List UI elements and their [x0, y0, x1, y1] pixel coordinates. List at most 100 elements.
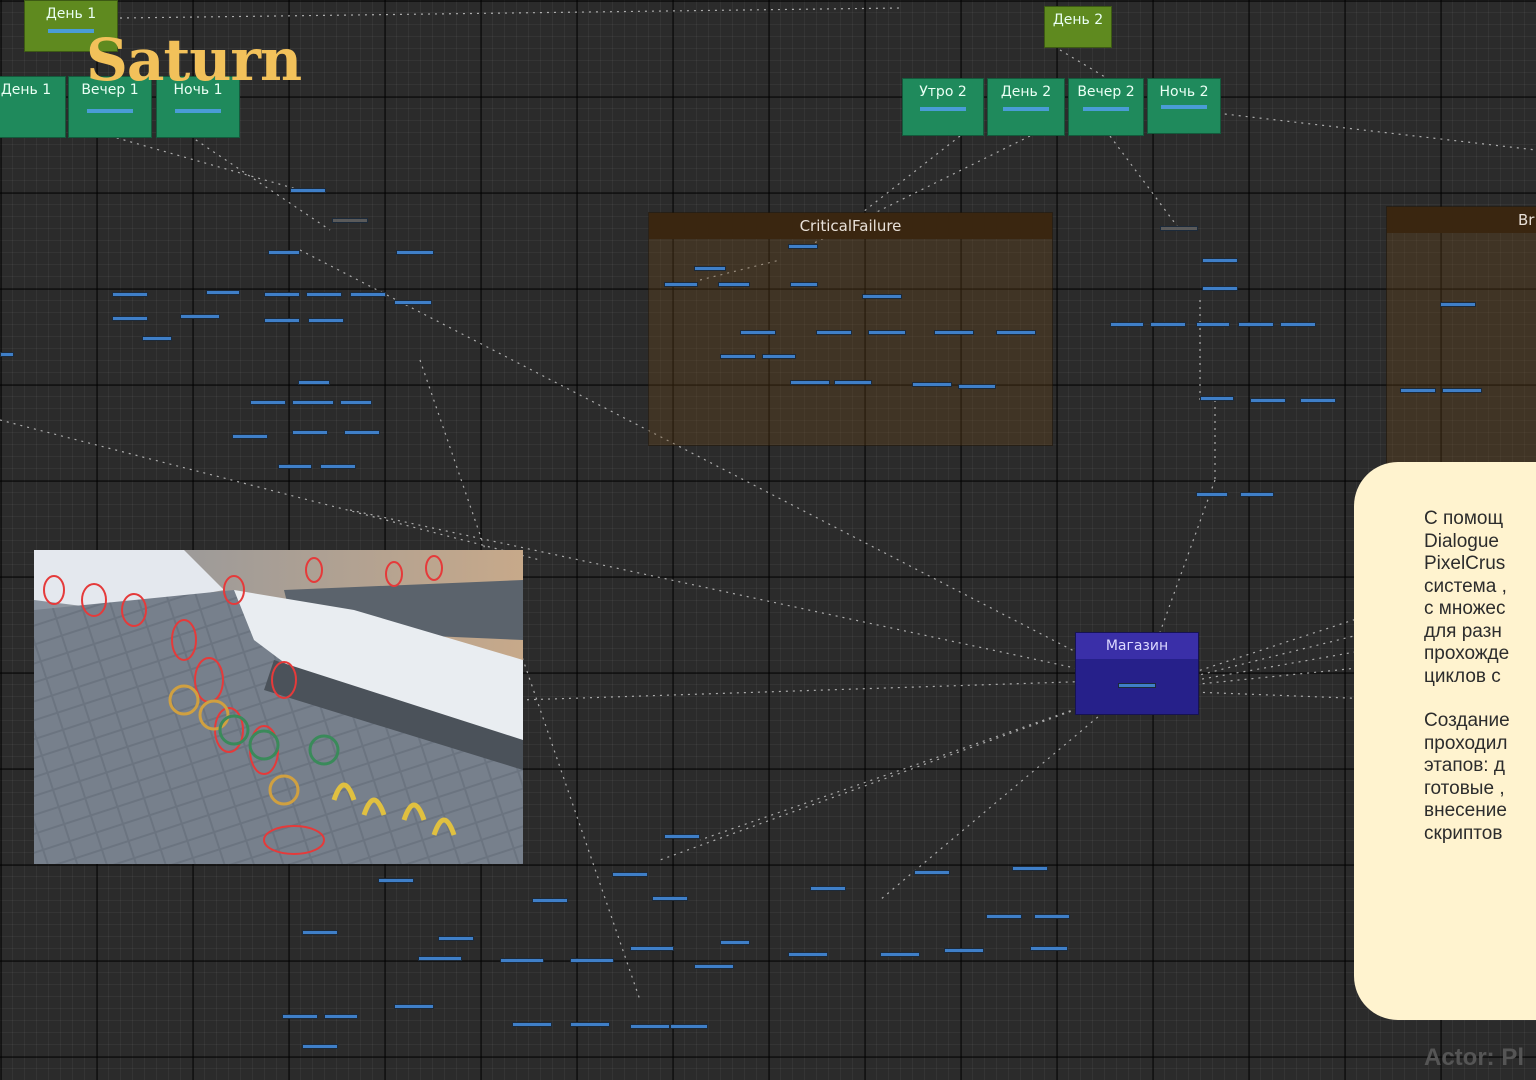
dialogue-node[interactable] — [762, 354, 796, 359]
dialogue-node[interactable] — [282, 1014, 318, 1019]
dialogue-node[interactable] — [332, 218, 368, 223]
dialogue-node[interactable] — [532, 898, 568, 903]
dialogue-node[interactable] — [570, 1022, 610, 1027]
dialogue-node[interactable] — [290, 188, 326, 193]
dialogue-node[interactable] — [1200, 396, 1234, 401]
dialogue-node[interactable] — [340, 400, 372, 405]
dialogue-node[interactable] — [868, 330, 906, 335]
dialogue-node[interactable] — [292, 400, 334, 405]
dialogue-node[interactable] — [298, 380, 330, 385]
dialogue-node[interactable] — [810, 886, 846, 891]
dialogue-node[interactable] — [788, 244, 818, 249]
state-day1-evening[interactable]: Вечер 1 — [68, 76, 152, 138]
dialogue-node[interactable] — [790, 282, 818, 287]
dialogue-node[interactable] — [1240, 492, 1274, 497]
dialogue-node[interactable] — [308, 318, 344, 323]
dialogue-node[interactable] — [268, 250, 300, 255]
dialogue-node[interactable] — [612, 872, 648, 877]
dialogue-node[interactable] — [1202, 286, 1238, 291]
state-day2-morning[interactable]: Утро 2 — [902, 78, 984, 136]
dialogue-node[interactable] — [1280, 322, 1316, 327]
dialogue-node[interactable] — [142, 336, 172, 341]
dialogue-node[interactable] — [1442, 388, 1482, 393]
dialogue-node[interactable] — [264, 318, 300, 323]
dialogue-node[interactable] — [1012, 866, 1048, 871]
dialogue-node[interactable] — [302, 1044, 338, 1049]
dialogue-node[interactable] — [862, 294, 902, 299]
dialogue-node[interactable] — [206, 290, 240, 295]
group-critical-failure[interactable]: CriticalFailure — [648, 212, 1053, 446]
dialogue-node[interactable] — [1150, 322, 1186, 327]
dialogue-node[interactable] — [278, 464, 312, 469]
dialogue-node[interactable] — [396, 250, 434, 255]
dialogue-node[interactable] — [816, 330, 852, 335]
state-day2-night[interactable]: Ночь 2 — [1147, 78, 1221, 134]
day1-parent-node[interactable]: День 1 — [24, 0, 118, 52]
dialogue-node[interactable] — [232, 434, 268, 439]
dialogue-node[interactable] — [180, 314, 220, 319]
dialogue-node[interactable] — [1440, 302, 1476, 307]
state-day1-day[interactable]: День 1 — [0, 76, 66, 138]
dialogue-node[interactable] — [670, 1024, 708, 1029]
dialogue-node[interactable] — [1238, 322, 1274, 327]
dialogue-node[interactable] — [1250, 398, 1286, 403]
dialogue-node[interactable] — [350, 292, 386, 297]
dialogue-node[interactable] — [302, 930, 338, 935]
dialogue-node[interactable] — [944, 948, 984, 953]
dialogue-node[interactable] — [958, 384, 996, 389]
dialogue-node[interactable] — [250, 400, 286, 405]
dialogue-node[interactable] — [1196, 322, 1230, 327]
dialogue-node[interactable] — [1034, 914, 1070, 919]
dialogue-node[interactable] — [320, 464, 356, 469]
dialogue-node[interactable] — [986, 914, 1022, 919]
dialogue-node[interactable] — [834, 380, 872, 385]
dialogue-node[interactable] — [720, 940, 750, 945]
dialogue-node[interactable] — [694, 266, 726, 271]
dialogue-node[interactable] — [500, 958, 544, 963]
group-shop[interactable]: Магазин — [1075, 632, 1199, 715]
dialogue-node[interactable] — [664, 834, 700, 839]
state-day2-day[interactable]: День 2 — [987, 78, 1065, 136]
dialogue-node[interactable] — [630, 1024, 670, 1029]
dialogue-node[interactable] — [438, 936, 474, 941]
dialogue-node[interactable] — [394, 300, 432, 305]
dialogue-node[interactable] — [324, 1014, 358, 1019]
dialogue-node[interactable] — [718, 282, 750, 287]
dialogue-node[interactable] — [914, 870, 950, 875]
dialogue-node[interactable] — [570, 958, 614, 963]
dialogue-node[interactable] — [112, 292, 148, 297]
dialogue-node[interactable] — [264, 292, 300, 297]
dialogue-node[interactable] — [1160, 226, 1198, 231]
shop-node[interactable] — [1118, 683, 1156, 688]
dialogue-node[interactable] — [1030, 946, 1068, 951]
dialogue-node[interactable] — [934, 330, 974, 335]
dialogue-node[interactable] — [394, 1004, 434, 1009]
day2-parent-node[interactable]: День 2 — [1044, 6, 1112, 48]
group-right-partial[interactable]: Br — [1386, 206, 1536, 464]
dialogue-node[interactable] — [512, 1022, 552, 1027]
dialogue-node[interactable] — [788, 952, 828, 957]
dialogue-node[interactable] — [740, 330, 776, 335]
dialogue-node[interactable] — [1110, 322, 1144, 327]
dialogue-node[interactable] — [880, 952, 920, 957]
dialogue-node[interactable] — [630, 946, 674, 951]
dialogue-node[interactable] — [652, 896, 688, 901]
dialogue-node[interactable] — [344, 430, 380, 435]
dialogue-node[interactable] — [378, 878, 414, 883]
dialogue-node[interactable] — [694, 964, 734, 969]
dialogue-node[interactable] — [0, 352, 14, 357]
dialogue-node[interactable] — [1196, 492, 1228, 497]
dialogue-node[interactable] — [1400, 388, 1436, 393]
dialogue-node[interactable] — [720, 354, 756, 359]
state-day1-night[interactable]: Ночь 1 — [156, 76, 240, 138]
dialogue-node[interactable] — [1202, 258, 1238, 263]
dialogue-node[interactable] — [664, 282, 698, 287]
dialogue-node[interactable] — [292, 430, 328, 435]
dialogue-node[interactable] — [790, 380, 830, 385]
state-day2-evening[interactable]: Вечер 2 — [1068, 78, 1144, 136]
dialogue-node[interactable] — [1300, 398, 1336, 403]
dialogue-node[interactable] — [912, 382, 952, 387]
dialogue-node[interactable] — [418, 956, 462, 961]
dialogue-node[interactable] — [306, 292, 342, 297]
